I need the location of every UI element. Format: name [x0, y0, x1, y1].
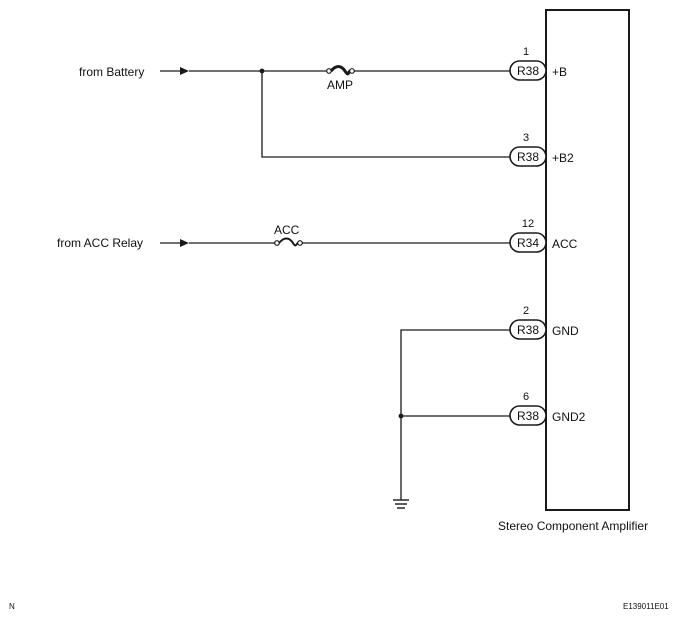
terminal-label: ACC — [552, 237, 578, 251]
fuse-amp-label: AMP — [327, 78, 353, 92]
source-acc-relay-label: from ACC Relay — [57, 236, 143, 250]
wire-gnd — [400, 329, 510, 500]
connector-label: R38 — [517, 150, 539, 164]
arrow-right-icon — [160, 239, 189, 247]
wire-b2-branch — [261, 71, 510, 158]
fuse-icon — [274, 237, 303, 247]
pin-number: 3 — [523, 132, 529, 144]
connector-badge — [509, 405, 547, 426]
fuse-acc-label: ACC — [274, 223, 300, 237]
connector-label: R38 — [517, 323, 539, 337]
terminal-label: +B2 — [552, 151, 574, 165]
connector-label: R38 — [517, 64, 539, 78]
pin-number: 2 — [523, 305, 529, 317]
pin-b2: 3 R38 +B2 — [509, 132, 574, 167]
figure-code: E139011E01 — [623, 602, 669, 611]
footer-left-mark: N — [9, 602, 15, 611]
arrow-right-icon — [160, 67, 189, 75]
pin-number: 6 — [523, 391, 529, 403]
connector-badge — [509, 146, 547, 167]
terminal-label: GND2 — [552, 410, 586, 424]
component-name-label: Stereo Component Amplifier — [498, 519, 648, 533]
pin-b: 1 R38 +B — [509, 46, 567, 81]
ground-icon — [393, 499, 409, 509]
terminal-label: GND — [552, 324, 579, 338]
fuse-icon — [326, 65, 355, 76]
splice-dot-icon — [398, 413, 404, 419]
connector-badge — [509, 319, 547, 340]
pin-number: 1 — [523, 46, 529, 58]
connector-badge — [509, 60, 547, 81]
amplifier-box — [545, 9, 630, 511]
connector-label: R34 — [517, 236, 539, 250]
connector-label: R38 — [517, 409, 539, 423]
pin-acc: 12 R34 ACC — [509, 218, 578, 253]
terminal-label: +B — [552, 65, 567, 79]
pin-gnd: 2 R38 GND — [509, 305, 579, 340]
pin-gnd2: 6 R38 GND2 — [509, 391, 586, 426]
source-battery-label: from Battery — [79, 65, 144, 79]
pin-number: 12 — [522, 218, 534, 230]
connector-badge — [509, 232, 547, 253]
